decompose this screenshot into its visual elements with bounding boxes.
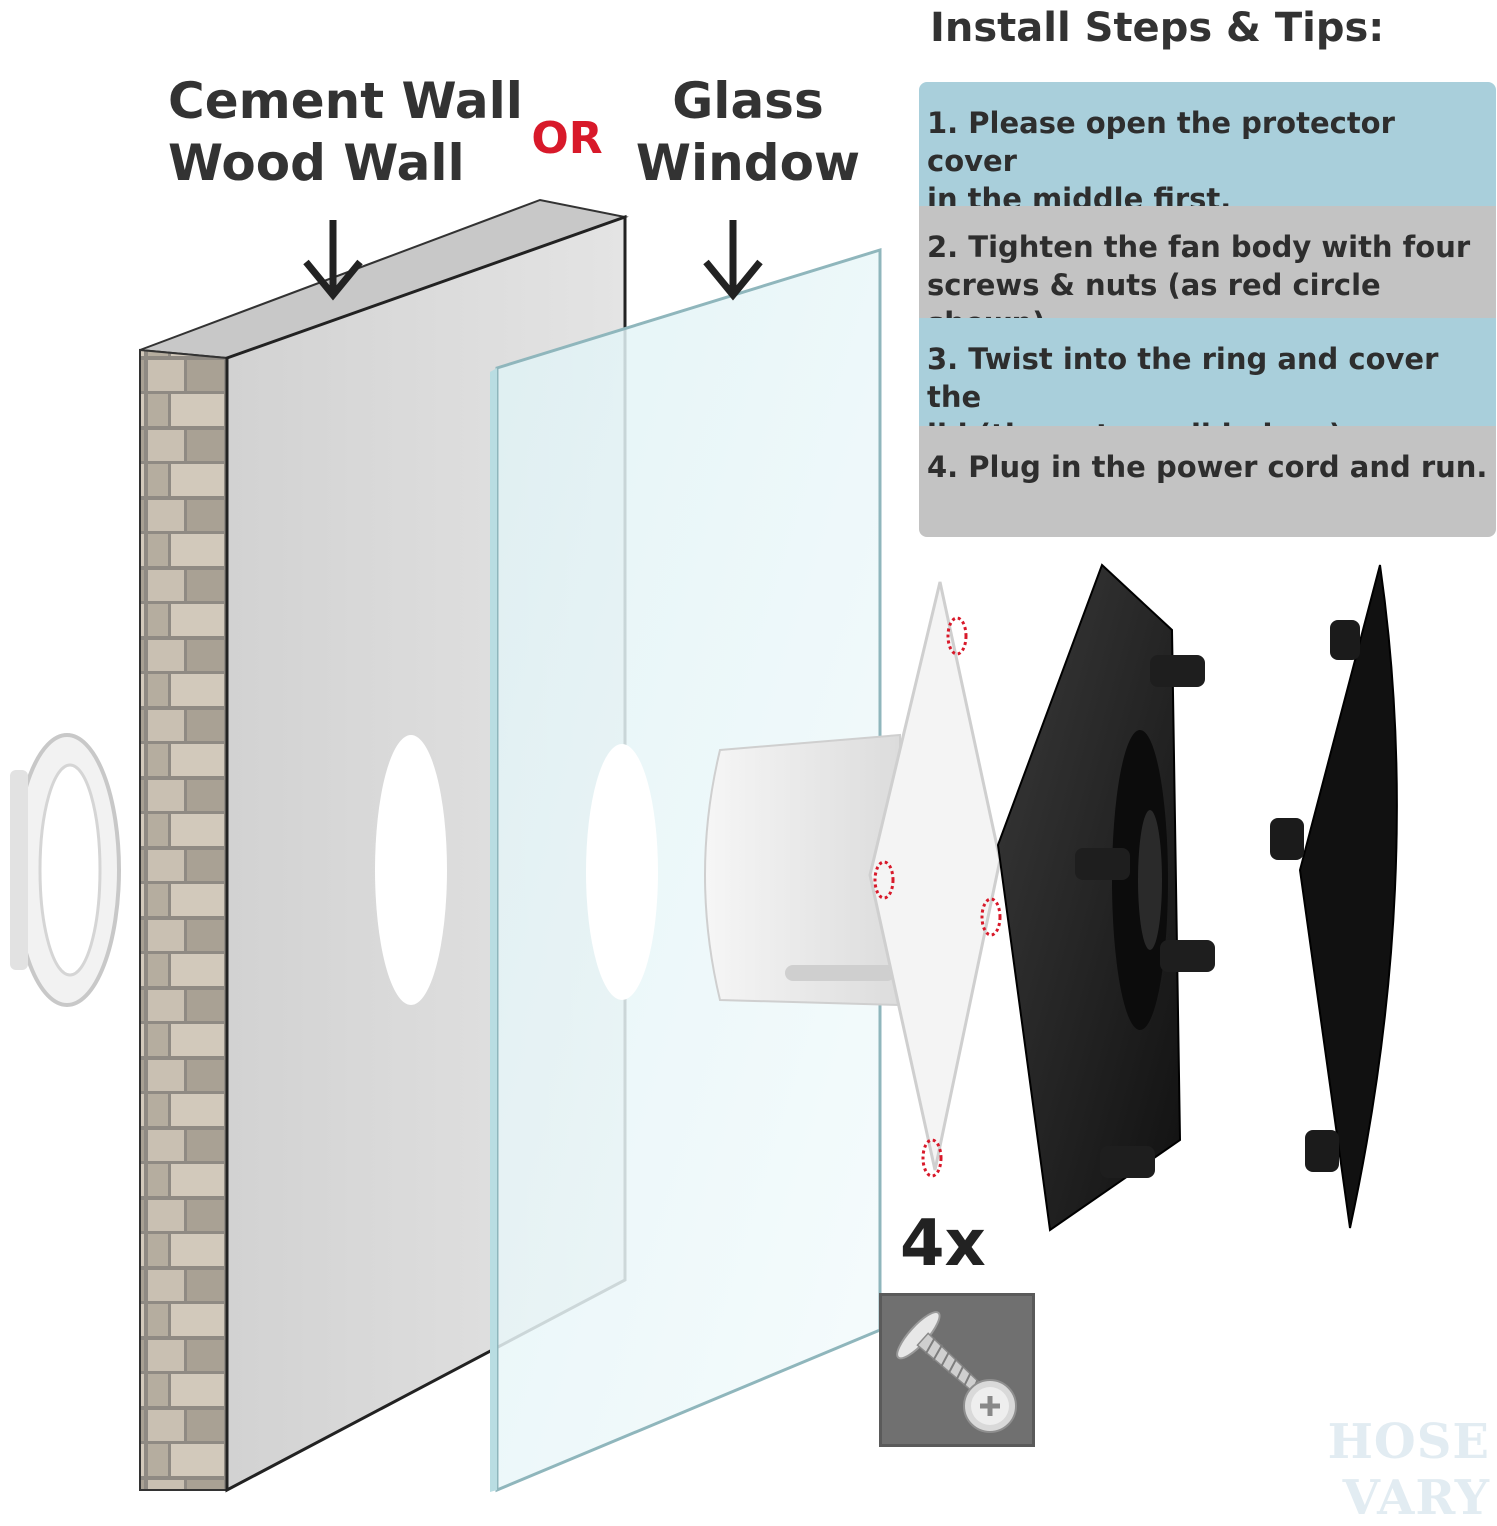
or-label: OR [531,113,603,164]
glass-window-label: Glass Window [628,70,868,194]
install-step-2: 2. Tighten the fan body with four screws… [919,206,1496,340]
glass-hole [586,744,658,1000]
wall-arrow-icon [303,220,363,301]
glass-arrow-icon [703,220,763,301]
screw-count-label: 4x [900,1207,986,1281]
glass-text: Glass [672,72,824,130]
cement-wall-text: Cement Wall [168,72,523,130]
fan-mounting-plate [868,581,1002,1171]
install-tips-title: Install Steps & Tips: [930,5,1385,51]
screw-icon [896,1311,1017,1433]
install-steps-panel: 1. Please open the protector cover in th… [919,82,1496,537]
black-outer-frame [996,563,1215,1232]
install-step-3: 3. Twist into the ring and cover the lid… [919,318,1496,452]
wall-brick-edge [139,348,228,1491]
brand-watermark: HOSE VARY [1327,1414,1490,1526]
wood-wall-text: Wood Wall [168,134,465,192]
wall-hole [375,735,447,1005]
black-lid [1270,564,1398,1229]
screw-image-box [879,1293,1035,1447]
screw-hole-marker [873,860,895,900]
screw-hole-marker [980,897,1002,937]
screw-hole-marker [921,1138,943,1178]
glass-edge [490,368,497,1492]
install-step-1: 1. Please open the protector cover in th… [919,82,1496,216]
fan-body [704,581,1002,1178]
mounting-ring [10,733,121,1007]
install-step-4: 4. Plug in the power cord and run. [919,426,1496,537]
screw-hole-marker [946,616,968,656]
window-text: Window [635,134,861,192]
cement-wood-wall-label: Cement Wall Wood Wall [150,70,528,194]
